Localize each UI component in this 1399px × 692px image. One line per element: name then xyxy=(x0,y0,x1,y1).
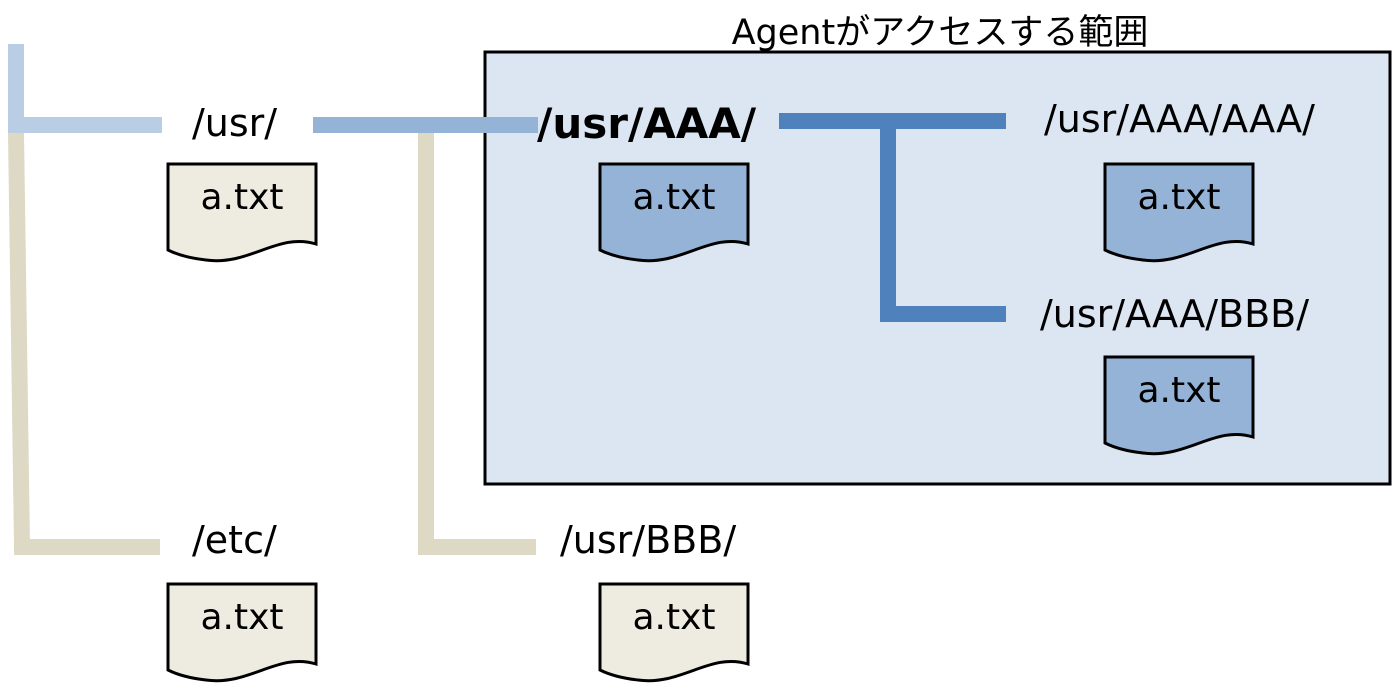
usr-to-bbb-connector xyxy=(418,133,536,555)
dir-label-usr-aaa-aaa: /usr/AAA/AAA/ xyxy=(1044,97,1315,141)
dir-label-usr-bbb: /usr/BBB/ xyxy=(560,518,737,562)
file-name-usr-aaa-bbb: a.txt xyxy=(1137,370,1221,411)
file-name-usr-aaa: a.txt xyxy=(632,177,716,218)
file-doc-usr: a.txt xyxy=(166,162,318,264)
file-doc-usr-aaa-aaa: a.txt xyxy=(1103,162,1255,264)
file-name-etc: a.txt xyxy=(200,597,284,638)
file-doc-etc: a.txt xyxy=(166,582,318,684)
aaa-to-aaa-bbb-connector xyxy=(880,121,1006,322)
file-doc-usr-aaa: a.txt xyxy=(598,162,750,264)
dir-label-usr-aaa-bbb: /usr/AAA/BBB/ xyxy=(1040,292,1310,336)
file-name-usr: a.txt xyxy=(200,177,284,218)
dir-label-etc: /etc/ xyxy=(192,518,277,562)
dir-label-usr: /usr/ xyxy=(192,101,278,145)
file-name-usr-aaa-aaa: a.txt xyxy=(1137,177,1221,218)
root-to-usr-connector xyxy=(8,44,162,133)
access-region-title: Agentがアクセスする範囲 xyxy=(731,13,1149,53)
file-doc-usr-bbb: a.txt xyxy=(598,582,750,684)
dir-label-usr-aaa: /usr/AAA/ xyxy=(537,99,757,148)
file-doc-usr-aaa-bbb: a.txt xyxy=(1103,355,1255,457)
root-to-etc-connector xyxy=(8,132,160,555)
file-name-usr-bbb: a.txt xyxy=(632,597,716,638)
